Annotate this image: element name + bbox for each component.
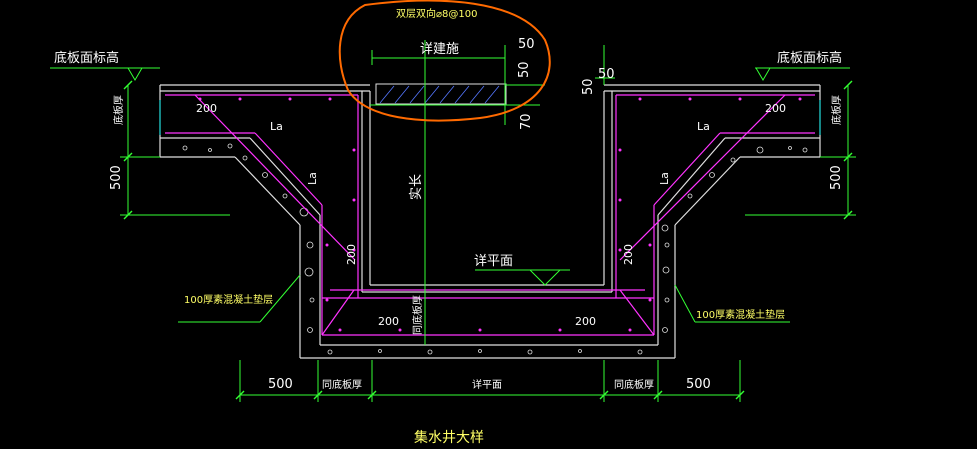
dim-left-500: 500 [109,165,124,190]
dim-top-50-a: 50 [518,37,535,52]
rebar-left-200: 200 [196,102,217,115]
rebar [165,94,815,336]
dim-bottom-500-left: 500 [268,377,293,392]
dim-right-500: 500 [829,165,844,190]
rebar-right-la: La [697,120,710,133]
label-left-cushion: 100厚素混凝土垫层 [184,293,273,306]
dim-top-50-b: 50 [517,61,532,78]
dim-bottom-wall-right: 同底板厚 [614,378,654,391]
dim-bottom-mid: 详平面 [472,378,502,391]
label-left-side-thk: 底板厚 [112,95,125,125]
label-right-cushion: 100厚素混凝土垫层 [696,308,785,321]
detail-hatch [375,83,507,105]
dim-top-50-d: 50 [581,78,596,95]
label-long-dim: 实长 [409,174,424,200]
annotation-note: 双层双向⌀8@100 [396,7,477,20]
label-top-left-elevation: 底板面标高 [54,50,119,66]
rebar-left-wall-200: 200 [345,244,358,265]
rebar-bottom-left-200: 200 [378,315,399,328]
label-bottom-plate-thk: 同底板厚 [411,295,424,335]
drawing-title: 集水井大样 [414,429,484,446]
dimension-lines [50,40,856,402]
rebar-left-la: La [270,120,283,133]
dim-top-70: 70 [519,113,534,130]
rebar-dots [198,97,802,332]
label-right-side-thk: 底板厚 [830,95,843,125]
label-detail-ref: 详建施 [420,42,459,57]
rebar-right-200: 200 [765,102,786,115]
label-top-right-elevation: 底板面标高 [777,50,842,66]
elevation-markers [127,67,771,286]
label-pit-bottom: 详平面 [474,254,513,269]
annotation-circle [338,0,551,122]
dimension-ticks [123,80,853,400]
concrete-outline [159,84,821,359]
cushion-gravel [182,143,808,355]
side-thickness-lines [159,100,821,135]
rebar-right-slope-la: La [658,172,671,185]
rebar-left-slope-la: La [306,172,319,185]
rebar-bottom-right-200: 200 [575,315,596,328]
rebar-right-wall-200: 200 [622,244,635,265]
dim-bottom-wall-left: 同底板厚 [322,378,362,391]
dim-bottom-500-right: 500 [686,377,711,392]
dim-top-50-c: 50 [598,67,615,82]
